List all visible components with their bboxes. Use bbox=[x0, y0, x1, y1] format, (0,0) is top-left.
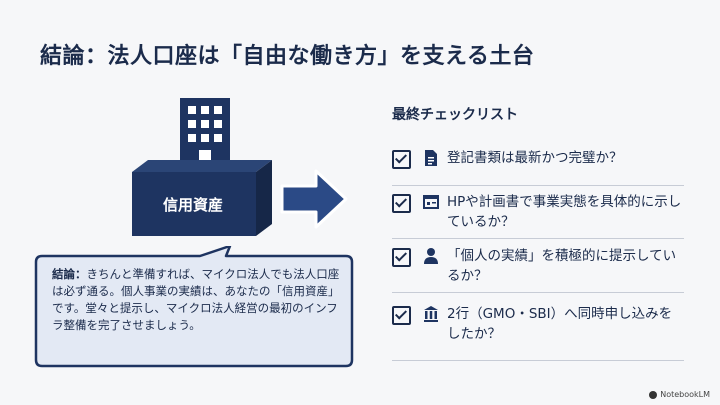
checklist-item: 登記書類は最新かつ完璧か？ bbox=[392, 140, 684, 186]
checklist-item: HPや計画書で事業実態を具体的に示しているか？ bbox=[392, 186, 684, 239]
checklist-item-text: 登記書類は最新かつ完璧か？ bbox=[447, 150, 623, 166]
checkbox[interactable] bbox=[392, 150, 411, 169]
right-arrow-icon bbox=[280, 169, 348, 229]
person-icon bbox=[424, 248, 438, 264]
checklist-item: 2行（GMO・SBI）へ同時申し込みをしたか？ bbox=[392, 296, 684, 361]
page-title: 結論：法人口座は「自由な働き方」を支える土台 bbox=[40, 44, 535, 69]
bank-icon bbox=[424, 306, 438, 322]
brand-label: NotebookLM bbox=[660, 390, 710, 399]
checklist-item-text: 「個人の実績」を積極的に提示しているか？ bbox=[447, 248, 677, 284]
callout-body: きちんと準備すれば、マイクロ法人でも法人口座は必ず通る。個人事業の実績は、あなた… bbox=[52, 267, 340, 332]
checklist-heading: 最終チェックリスト bbox=[392, 107, 518, 123]
web-page-icon bbox=[423, 195, 439, 209]
callout-text: 結論：きちんと準備すれば、マイクロ法人でも法人口座は必ず通る。個人事業の実績は、… bbox=[52, 266, 342, 334]
checklist-item: 「個人の実績」を積極的に提示しているか？ bbox=[392, 240, 684, 293]
checkbox[interactable] bbox=[392, 306, 411, 325]
conclusion-callout bbox=[34, 246, 354, 368]
checklist-item-text: HPや計画書で事業実態を具体的に示しているか？ bbox=[447, 194, 682, 230]
callout-lead: 結論： bbox=[52, 267, 87, 281]
notebooklm-logo-icon bbox=[649, 390, 658, 399]
box-label: 信用資産 bbox=[162, 196, 223, 214]
document-icon bbox=[425, 150, 437, 166]
checkbox[interactable] bbox=[392, 248, 411, 267]
credit-asset-box: 信用資産 bbox=[132, 160, 272, 236]
checklist-item-text: 2行（GMO・SBI）へ同時申し込みをしたか？ bbox=[447, 306, 673, 342]
checkbox[interactable] bbox=[392, 194, 411, 213]
brand-watermark: NotebookLM bbox=[649, 390, 710, 399]
